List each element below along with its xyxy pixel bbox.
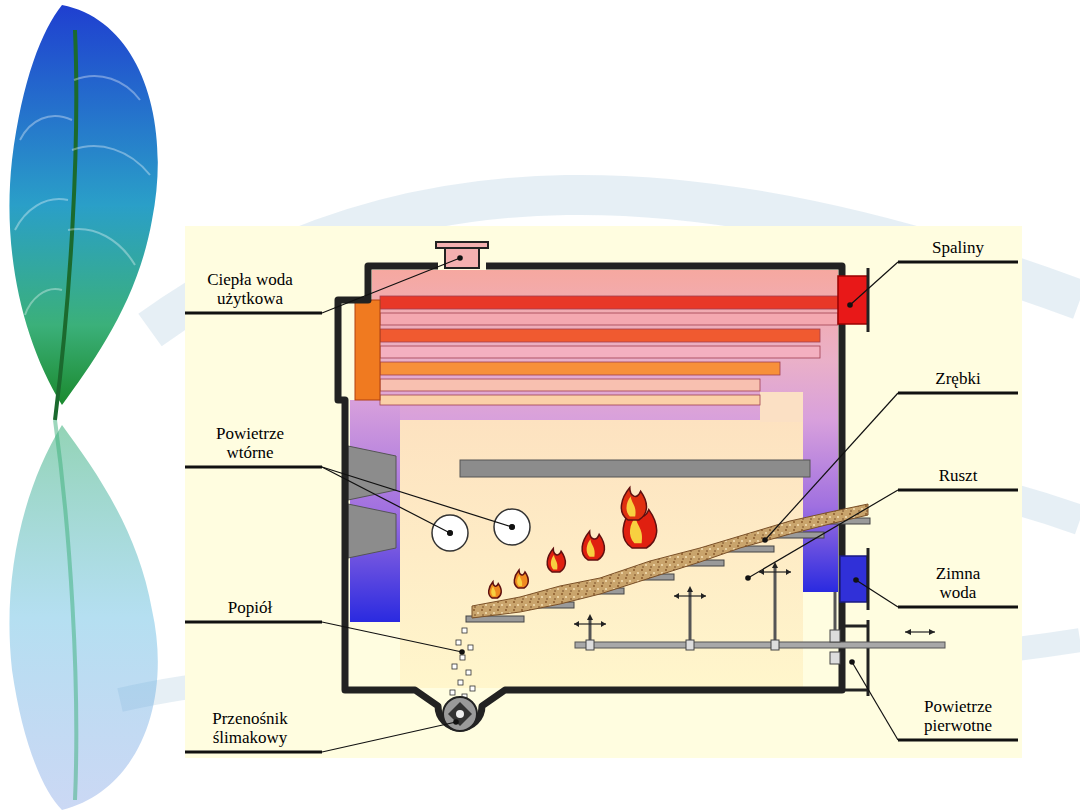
leader-line: [852, 662, 898, 740]
label-underline: [898, 261, 1018, 264]
boiler-housing: [338, 266, 842, 728]
leader-dot: [459, 649, 465, 655]
boiler-body: [350, 270, 838, 688]
feather-decoration: [9, 5, 157, 810]
baffle: [460, 460, 810, 477]
leader-line: [856, 580, 898, 607]
label-underline: [185, 466, 322, 469]
leader-dot: [447, 530, 453, 536]
leader-dot: [762, 537, 768, 543]
wood-chips: [472, 504, 868, 618]
cold-water-inlet: [840, 548, 868, 610]
water-header: [355, 300, 380, 400]
push-rod: [575, 642, 945, 648]
part-label: Przenośnik ślimakowy: [200, 709, 300, 748]
label-underline: [185, 751, 322, 754]
label-underline: [898, 739, 1018, 742]
part-label: Zrębki: [918, 369, 998, 389]
flue-gas-outlet: [838, 268, 868, 332]
air-jet: [432, 509, 530, 551]
leader-line: [322, 467, 450, 533]
label-underline: [898, 489, 1018, 492]
leader-dot: [853, 577, 859, 583]
leader-line: [322, 622, 462, 652]
label-underline: [898, 606, 1018, 609]
primary-air-inlet: [842, 620, 868, 696]
part-label: Powietrze wtórne: [200, 424, 300, 463]
leader-line: [850, 262, 898, 305]
part-label: Powietrze pierwotne: [918, 697, 998, 736]
leader-dot: [849, 659, 855, 665]
leader-line: [322, 467, 512, 527]
part-label: Popiół: [200, 598, 300, 618]
ash: [450, 628, 475, 699]
part-label: Ruszt: [918, 466, 998, 486]
diagram-panel: [185, 226, 1022, 758]
label-underline: [898, 392, 1018, 395]
leader-line: [322, 722, 456, 752]
grate-drive: [574, 562, 945, 664]
leader-dot: [457, 255, 463, 261]
part-label: Zimna woda: [918, 564, 998, 603]
part-label: Spaliny: [918, 238, 998, 258]
leader-line: [322, 258, 460, 313]
leader-lines: [185, 255, 1018, 752]
label-underline: [185, 621, 322, 624]
label-underline: [185, 312, 322, 315]
leader-line: [748, 490, 898, 578]
part-label: Ciepła woda użytkowa: [200, 270, 300, 309]
leader-line: [765, 393, 898, 540]
flue-tubes: [380, 296, 838, 405]
screw-conveyor: [443, 697, 477, 731]
leader-dot: [847, 302, 853, 308]
leader-dot: [745, 575, 751, 581]
leader-dot: [509, 524, 515, 530]
leader-dot: [453, 719, 459, 725]
flame: [489, 488, 657, 598]
